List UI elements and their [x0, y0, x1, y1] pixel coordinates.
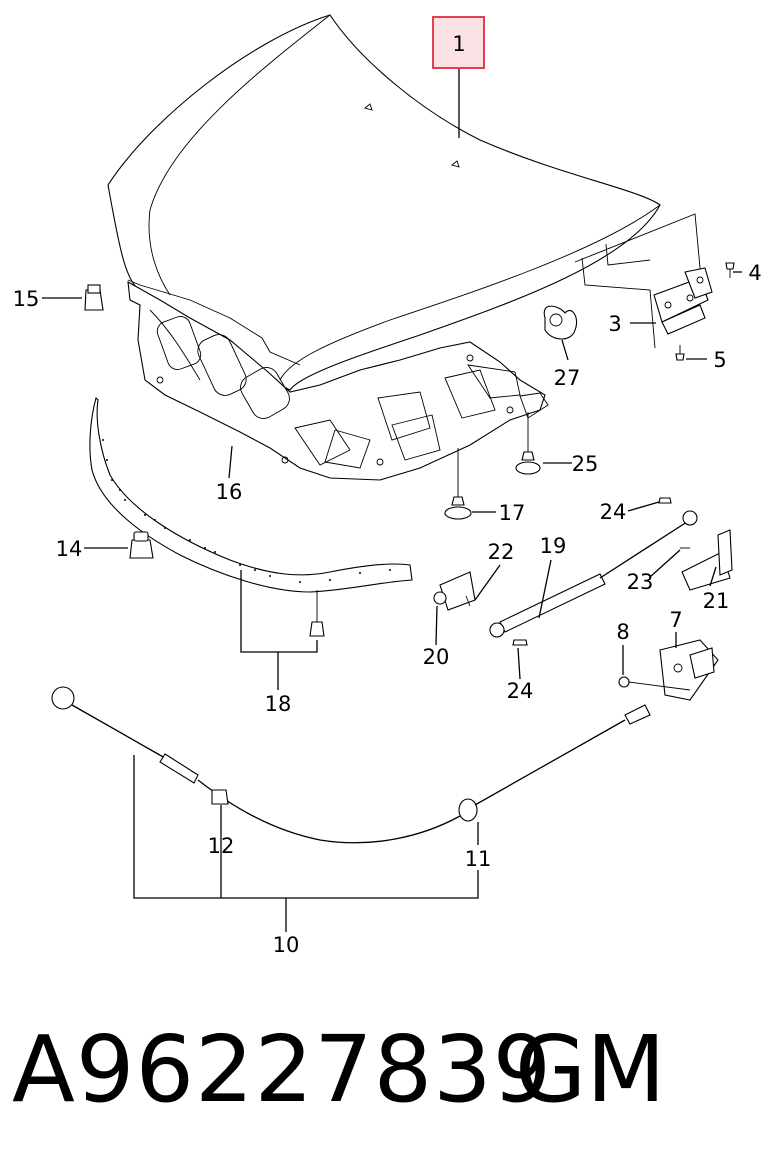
- release-cable-10: [51, 686, 651, 844]
- callout-4: 4: [748, 261, 761, 285]
- clip-17: [444, 448, 472, 520]
- callout-7: 7: [669, 608, 682, 632]
- callout-3: 3: [608, 312, 621, 336]
- callout-15: 15: [13, 287, 40, 311]
- hood-latch-7: [659, 639, 719, 701]
- callout-17: 17: [499, 501, 526, 525]
- callout-22: 22: [488, 540, 515, 564]
- callout-1: 1: [452, 32, 465, 56]
- hood-insulator: [127, 280, 549, 481]
- callout-27: 27: [554, 366, 581, 390]
- callout-12: 12: [208, 834, 235, 858]
- callout-8: 8: [616, 620, 629, 644]
- part-number: A96227839: [12, 1016, 553, 1123]
- clip-25: [515, 412, 541, 475]
- callout-14: 14: [56, 537, 83, 561]
- callout-labels: 1 3 4 5 7 8 10 11 12 14 15 16 17 18 19 2…: [13, 32, 762, 957]
- callout-21: 21: [703, 589, 730, 613]
- callout-20: 20: [423, 645, 450, 669]
- callout-11: 11: [465, 847, 492, 871]
- bumper-block-27: [543, 305, 578, 340]
- hood-bumper-15: [84, 284, 104, 311]
- bumper-14: [129, 531, 154, 559]
- manufacturer-name: GM: [515, 1016, 666, 1123]
- hood-seal-strip-18: [89, 396, 413, 637]
- callout-16: 16: [216, 480, 243, 504]
- callout-25: 25: [572, 452, 599, 476]
- hood-hinge-assembly: [653, 262, 735, 361]
- callout-23: 23: [627, 570, 654, 594]
- callout-24-bottom: 24: [507, 679, 534, 703]
- callout-18: 18: [265, 692, 292, 716]
- gas-strut-assembly: [433, 497, 733, 646]
- callout-10: 10: [273, 933, 300, 957]
- leader-lines: [42, 68, 742, 932]
- callout-19: 19: [540, 534, 567, 558]
- callout-24-top: 24: [600, 500, 627, 524]
- callout-5: 5: [713, 348, 726, 372]
- bolt-8: [618, 676, 691, 691]
- highlight-box: [432, 16, 485, 69]
